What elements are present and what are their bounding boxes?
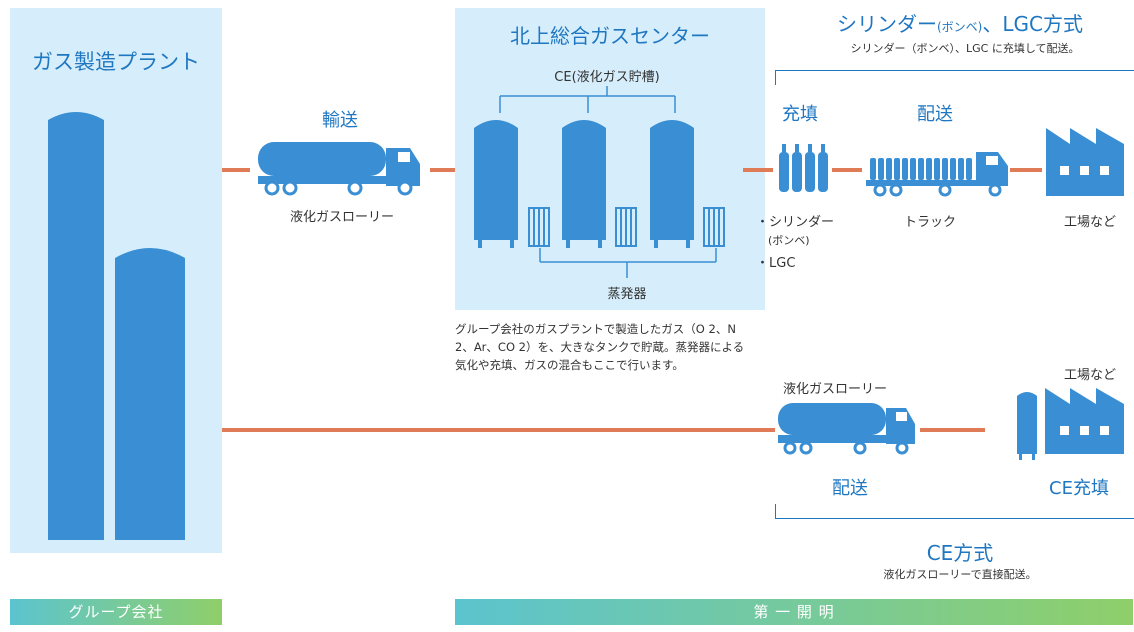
fill-label: 充填 [782, 104, 818, 125]
transport-title: 輸送 [322, 110, 358, 131]
truck-label: トラック [903, 215, 956, 230]
ce-connector-lines [499, 86, 717, 278]
center-title: 北上総合ガスセンター [510, 24, 710, 48]
ce-delivery-label: 配送 [832, 478, 868, 499]
plant-title: ガス製造プラント [32, 50, 200, 74]
storage-tank-icon [48, 112, 185, 540]
footer-group-companies: グループ会社 [10, 599, 222, 625]
cylinder-method-subtitle: シリンダー（ボンベ）、LGC に充填して配送。 [850, 42, 1080, 55]
factory-bottom-icon [1045, 388, 1124, 454]
ce-lorry-label: 液化ガスローリー [782, 382, 887, 397]
ce-method-bracket [775, 504, 1134, 519]
cylinder-method-bracket [775, 70, 1134, 85]
line-cylinders-to-truck [832, 168, 862, 172]
line-ce-lorry-to-factory [920, 428, 985, 432]
evaporator-label: 蒸発器 [607, 287, 647, 302]
line-plant-to-ce-lorry [222, 428, 775, 432]
center-description: グループ会社のガスプラントで製造したガス（O 2、N 2、Ar、CO 2）を、大… [455, 322, 745, 372]
evaporator-icon [528, 207, 725, 247]
cylinder-truck-icon [866, 152, 1008, 197]
ce-tank-small-icon [1017, 392, 1037, 460]
cylinder-delivery-label: 配送 [917, 104, 953, 125]
ce-method-title: CE方式 [926, 541, 994, 565]
ce-tank-lorry-icon [778, 403, 915, 455]
factory-label-top: 工場など [1063, 215, 1116, 230]
cylinder-item-sub: (ボンベ) [768, 234, 810, 247]
gas-cylinder-icon [779, 144, 828, 192]
cylinder-method-title: シリンダー(ボンベ)、LGC方式 [790, 8, 1130, 37]
ce-method-subtitle: 液化ガスローリーで直接配送。 [883, 568, 1037, 581]
ce-storage-label: CE(液化ガス貯槽) [554, 70, 660, 85]
line-plant-to-lorry [222, 168, 250, 172]
ce-fill-label: CE充填 [1049, 478, 1109, 499]
cylinder-item: ・シリンダー [756, 215, 835, 230]
line-truck-to-factory [1010, 168, 1042, 172]
cylinder-method-title-small: (ボンベ) [937, 20, 983, 34]
line-lorry-to-center [430, 168, 455, 172]
ce-tank-icon [474, 120, 694, 248]
line-center-to-cylinders [743, 168, 773, 172]
cylinder-method-title-main: シリンダー [837, 12, 937, 36]
tank-lorry-icon [258, 142, 420, 196]
factory-label-bottom: 工場など [1063, 368, 1116, 383]
lgc-item: ・LGC [756, 256, 796, 271]
transport-lorry-label: 液化ガスローリー [289, 210, 394, 225]
cylinder-method-title-suffix: 、LGC方式 [982, 12, 1083, 36]
footer-daiichi-kaimei: 第 一 開 明 [455, 599, 1133, 625]
factory-icon [1046, 128, 1124, 196]
